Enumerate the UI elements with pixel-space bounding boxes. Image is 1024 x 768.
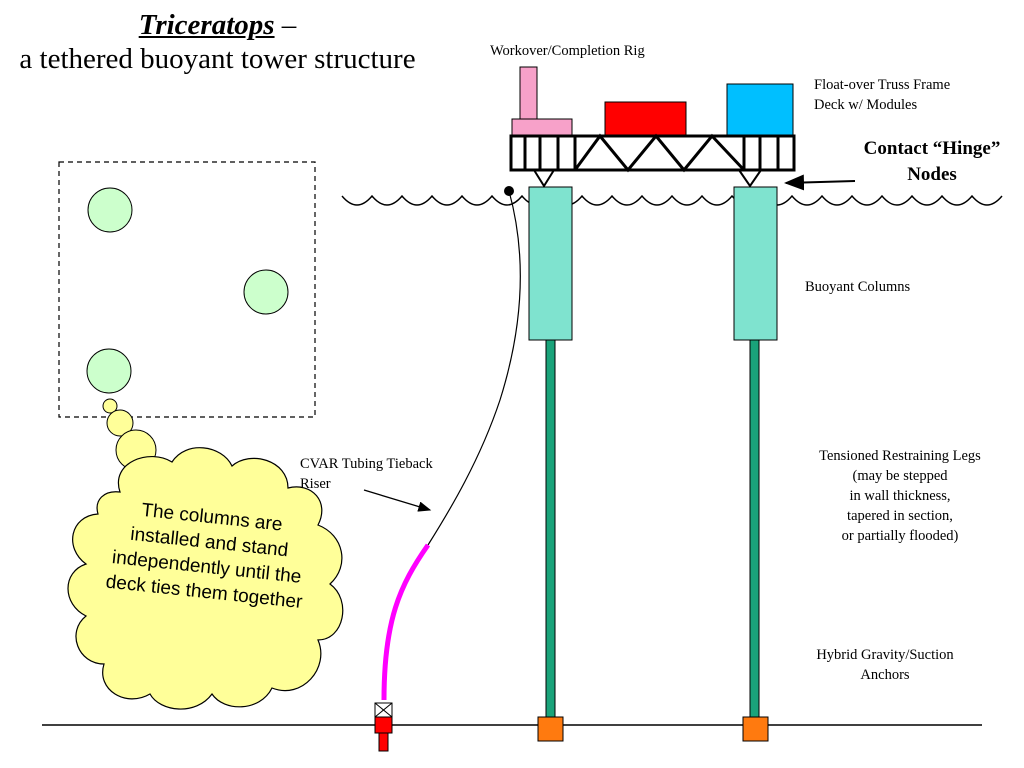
anchor-left (537, 716, 564, 742)
buoyant-column-right (733, 186, 778, 341)
title-dash: – (274, 9, 297, 41)
truss-deck (509, 133, 796, 173)
tensioned-leg-left (545, 339, 556, 719)
riser-label-line: Riser (300, 476, 331, 492)
rig-label: Workover/Completion Rig (490, 43, 645, 59)
module-red (604, 101, 687, 137)
valve-cross-2 (374, 702, 393, 718)
riser-wellhead-stem (378, 732, 389, 752)
riser-wellhead (374, 716, 393, 734)
plan-view-box (58, 161, 316, 418)
riser-label-line: CVAR Tubing Tieback (300, 456, 433, 472)
cvar-riser (427, 190, 521, 546)
riser-label: CVAR Tubing Tieback Riser (300, 454, 480, 494)
hinge-label-arrow (784, 174, 856, 191)
plan-column-circle (86, 348, 132, 394)
legs-label-line: tapered in section, (847, 508, 953, 524)
thought-bubble-medium (106, 409, 134, 437)
title-subtitle: a tethered buoyant tower structure (19, 43, 416, 75)
module-blue (726, 83, 794, 137)
hinge-label: Contact “Hinge” Nodes (863, 138, 1001, 185)
legs-label-line: (may be stepped (852, 468, 948, 484)
legs-label: Tensioned Restraining Legs (may be stepp… (790, 446, 1010, 546)
thought-bubble-small (102, 398, 118, 414)
hinge-connectors (533, 169, 762, 188)
anchors-label-line: Anchors (860, 667, 910, 683)
title-name: Triceratops (138, 9, 275, 41)
page-title: Triceratops – a tethered buoyant tower s… (0, 8, 435, 76)
riser-label-arrow (363, 489, 432, 512)
legs-label-line: in wall thickness, (849, 488, 951, 504)
riser-connection-node (504, 186, 514, 196)
thought-cloud-text: The columns are installed and stand inde… (104, 499, 304, 614)
rig-base (511, 118, 573, 137)
columns-label: Buoyant Columns (805, 279, 911, 295)
plan-column-circle (243, 269, 289, 315)
rig-mast (519, 66, 538, 120)
legs-label-line: Tensioned Restraining Legs (819, 448, 981, 464)
riser-lower-section (381, 543, 431, 701)
anchor-right (742, 716, 769, 742)
buoyant-column-left (528, 186, 573, 341)
tensioned-leg-right (749, 339, 760, 719)
legs-label-line: or partially flooded) (841, 528, 959, 544)
deck-label: Float-over Truss Frame Deck w/ Modules (814, 77, 951, 113)
plan-column-circle (87, 187, 133, 233)
sea-surface (341, 194, 1003, 206)
thought-cloud (67, 447, 344, 710)
anchors-label: Hybrid Gravity/Suction Anchors (790, 645, 980, 685)
anchors-label-line: Hybrid Gravity/Suction (816, 647, 954, 663)
